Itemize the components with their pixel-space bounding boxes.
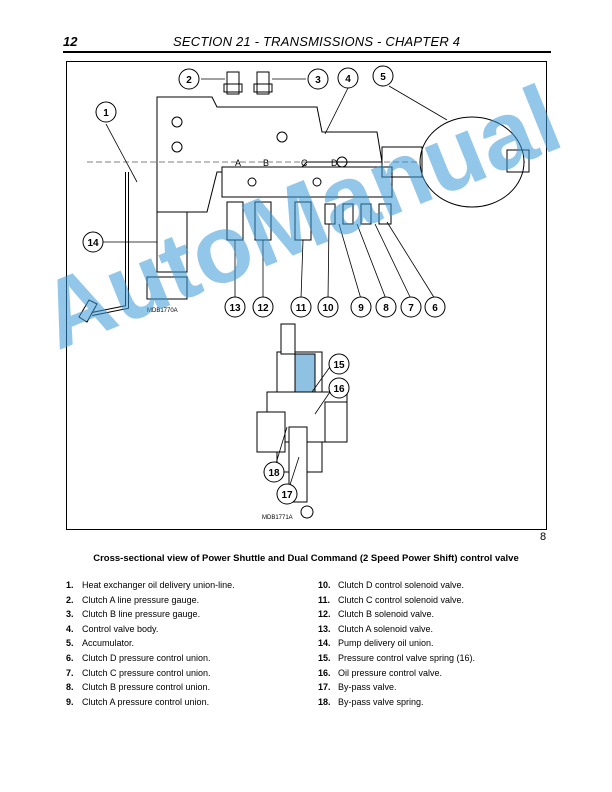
- svg-text:14: 14: [87, 238, 99, 249]
- valve-letter: B: [263, 158, 269, 168]
- legend-item: 14.Pump delivery oil union.: [318, 638, 434, 649]
- callout-6: 6: [424, 296, 446, 318]
- callout-17: 17: [276, 483, 298, 505]
- legend-item: 3.Clutch B line pressure gauge.: [66, 609, 201, 620]
- legend-item: 6.Clutch D pressure control union.: [66, 652, 211, 663]
- legend-item: 5.Accumulator.: [66, 638, 135, 649]
- cross-section-drawing: [256, 323, 348, 519]
- legend-item: 18.By-pass valve spring.: [318, 696, 424, 707]
- svg-text:7: 7: [408, 303, 414, 314]
- callout-2: 2: [178, 68, 200, 90]
- callout-7: 7: [400, 296, 422, 318]
- figure-caption: Cross-sectional view of Power Shuttle an…: [93, 553, 519, 564]
- legend-item: 10.Clutch D control solenoid valve.: [318, 580, 465, 590]
- legend-left: 1.Heat exchanger oil delivery union-line…: [66, 578, 235, 709]
- figure-frame: A B C D MDB1770A MDB1771A: [66, 61, 547, 530]
- svg-text:1: 1: [103, 108, 109, 119]
- control-valve-illustration: A B C D MDB1770A MDB1771A: [78, 65, 530, 521]
- valve-letter: D: [331, 158, 338, 168]
- legend-item: 12.Clutch B solenoid valve.: [318, 609, 435, 620]
- svg-text:10: 10: [322, 303, 334, 314]
- callouts: 1 2 3 4 5 6 7 8 9 10 11 12 13 14 15 16 1…: [82, 65, 446, 505]
- svg-text:13: 13: [229, 303, 241, 314]
- legend-item: 9.Clutch A pressure control union.: [66, 696, 210, 707]
- callout-12: 12: [252, 296, 274, 318]
- svg-text:5: 5: [380, 72, 386, 83]
- svg-text:3: 3: [315, 75, 321, 86]
- callout-11: 11: [290, 296, 312, 318]
- image-code: MDB1770A: [147, 308, 178, 314]
- section-title: SECTION 21 - TRANSMISSIONS - CHAPTER 4: [173, 34, 461, 49]
- legend-item: 8.Clutch B pressure control union.: [66, 682, 211, 693]
- legend-item: 1.Heat exchanger oil delivery union-line…: [66, 580, 235, 590]
- page-number: 12: [63, 34, 78, 49]
- legend-item: 4.Control valve body.: [66, 623, 159, 634]
- image-code: MDB1771A: [262, 515, 293, 521]
- callout-15: 15: [328, 353, 350, 375]
- legend-item: 17.By-pass valve.: [318, 682, 397, 693]
- legend-item: 2.Clutch A line pressure gauge.: [66, 594, 200, 605]
- svg-text:6: 6: [432, 303, 438, 314]
- callout-5: 5: [372, 65, 394, 87]
- valve-letter: A: [235, 158, 241, 168]
- callout-13: 13: [224, 296, 246, 318]
- svg-text:16: 16: [333, 384, 345, 395]
- callout-3: 3: [307, 68, 329, 90]
- svg-text:2: 2: [186, 75, 192, 86]
- callout-8: 8: [375, 296, 397, 318]
- legend-item: 7.Clutch C pressure control union.: [66, 667, 211, 678]
- callout-4: 4: [337, 67, 359, 89]
- svg-text:11: 11: [296, 303, 307, 314]
- callout-18: 18: [263, 461, 285, 483]
- legend-item: 11.Clutch C control solenoid valve.: [318, 594, 465, 605]
- svg-text:8: 8: [383, 303, 389, 314]
- svg-text:17: 17: [281, 490, 293, 501]
- valve-letter: C: [301, 158, 308, 168]
- callout-10: 10: [317, 296, 339, 318]
- legend-item: 16.Oil pressure control valve.: [318, 667, 443, 678]
- valve-assembly-drawing: [78, 71, 530, 323]
- legend-item: 13.Clutch A solenoid valve.: [318, 623, 434, 634]
- callout-9: 9: [350, 296, 372, 318]
- svg-text:18: 18: [268, 468, 280, 479]
- svg-text:4: 4: [345, 74, 351, 85]
- callout-1: 1: [95, 101, 117, 123]
- figure-number: 8: [540, 531, 547, 543]
- legend-item: 15.Pressure control valve spring (16).: [318, 652, 476, 663]
- page-header: 12 SECTION 21 - TRANSMISSIONS - CHAPTER …: [63, 34, 551, 52]
- callout-16: 16: [328, 377, 350, 399]
- svg-text:15: 15: [333, 360, 345, 371]
- svg-text:12: 12: [257, 303, 269, 314]
- header-rule: [63, 51, 551, 53]
- svg-text:9: 9: [358, 303, 364, 314]
- valve-letters: A B C D: [235, 158, 338, 168]
- callout-14: 14: [82, 231, 104, 253]
- legend-right: 10.Clutch D control solenoid valve. 11.C…: [318, 578, 475, 709]
